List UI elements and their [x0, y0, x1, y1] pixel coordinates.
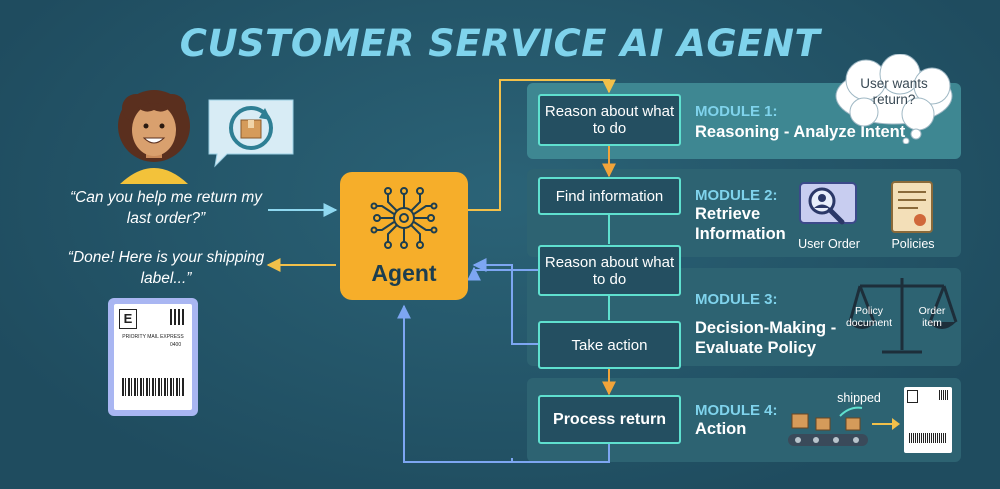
qr-code-icon — [170, 309, 186, 325]
return-package-icon — [208, 99, 294, 168]
barcode-icon — [122, 378, 184, 396]
shipping-label-icon — [904, 387, 952, 453]
policies-label: Policies — [891, 237, 935, 251]
ai-chip-icon — [370, 187, 438, 249]
user-request-quote: “Can you help me return my last order?” — [69, 189, 263, 227]
scale-right-label: Order item — [918, 305, 946, 329]
shipping-label-card[interactable]: E PRIORITY MAIL EXPRESS 0400 — [108, 298, 198, 416]
module-3-number: MODULE 3: — [695, 291, 778, 308]
module-4-name: Action — [695, 420, 747, 438]
step-reason-1[interactable]: Reason about what to do — [538, 94, 681, 146]
agent-reply-quote: “Done! Here is your shipping label...” — [67, 249, 265, 287]
balance-scale-icon — [848, 278, 958, 354]
thought-text: User wants return? — [860, 76, 928, 107]
user-order-icon — [799, 182, 857, 225]
step-process-return[interactable]: Process return — [538, 395, 681, 444]
module-3-name: Decision-Making - Evaluate Policy — [695, 319, 837, 357]
page-title: CUSTOMER SERVICE AI AGENT — [179, 22, 821, 65]
agent-node[interactable]: Agent — [340, 172, 468, 300]
module-4-number: MODULE 4: — [695, 402, 778, 419]
module-1-number: MODULE 1: — [695, 103, 778, 120]
user-avatar — [118, 90, 190, 184]
module-2-number: MODULE 2: — [695, 187, 778, 204]
module-2-name: Retrieve Information — [695, 205, 786, 243]
feedback-loop-inner — [467, 266, 538, 281]
shipped-label: shipped — [837, 391, 881, 405]
step-reason-2[interactable]: Reason about what to do — [538, 245, 681, 296]
scale-left-label: Policy document — [845, 305, 893, 329]
module-1-name: Reasoning - Analyze Intent — [695, 123, 906, 141]
step-find-information[interactable]: Find information — [538, 177, 681, 215]
conveyor-belt-icon — [788, 406, 900, 446]
agent-label: Agent — [371, 260, 437, 286]
feedback-loop-outer — [397, 304, 610, 463]
agent-to-reasoning-arrow — [468, 79, 616, 211]
thought-cloud — [835, 54, 953, 144]
policy-document-icon — [891, 181, 933, 233]
label-service: PRIORITY MAIL EXPRESS — [122, 334, 184, 340]
user-order-label: User Order — [798, 237, 860, 251]
label-code: 0400 — [170, 342, 182, 348]
label-letter: E — [119, 309, 137, 329]
step-take-action[interactable]: Take action — [538, 321, 681, 369]
feedback-loop-inner-vert — [472, 258, 538, 345]
